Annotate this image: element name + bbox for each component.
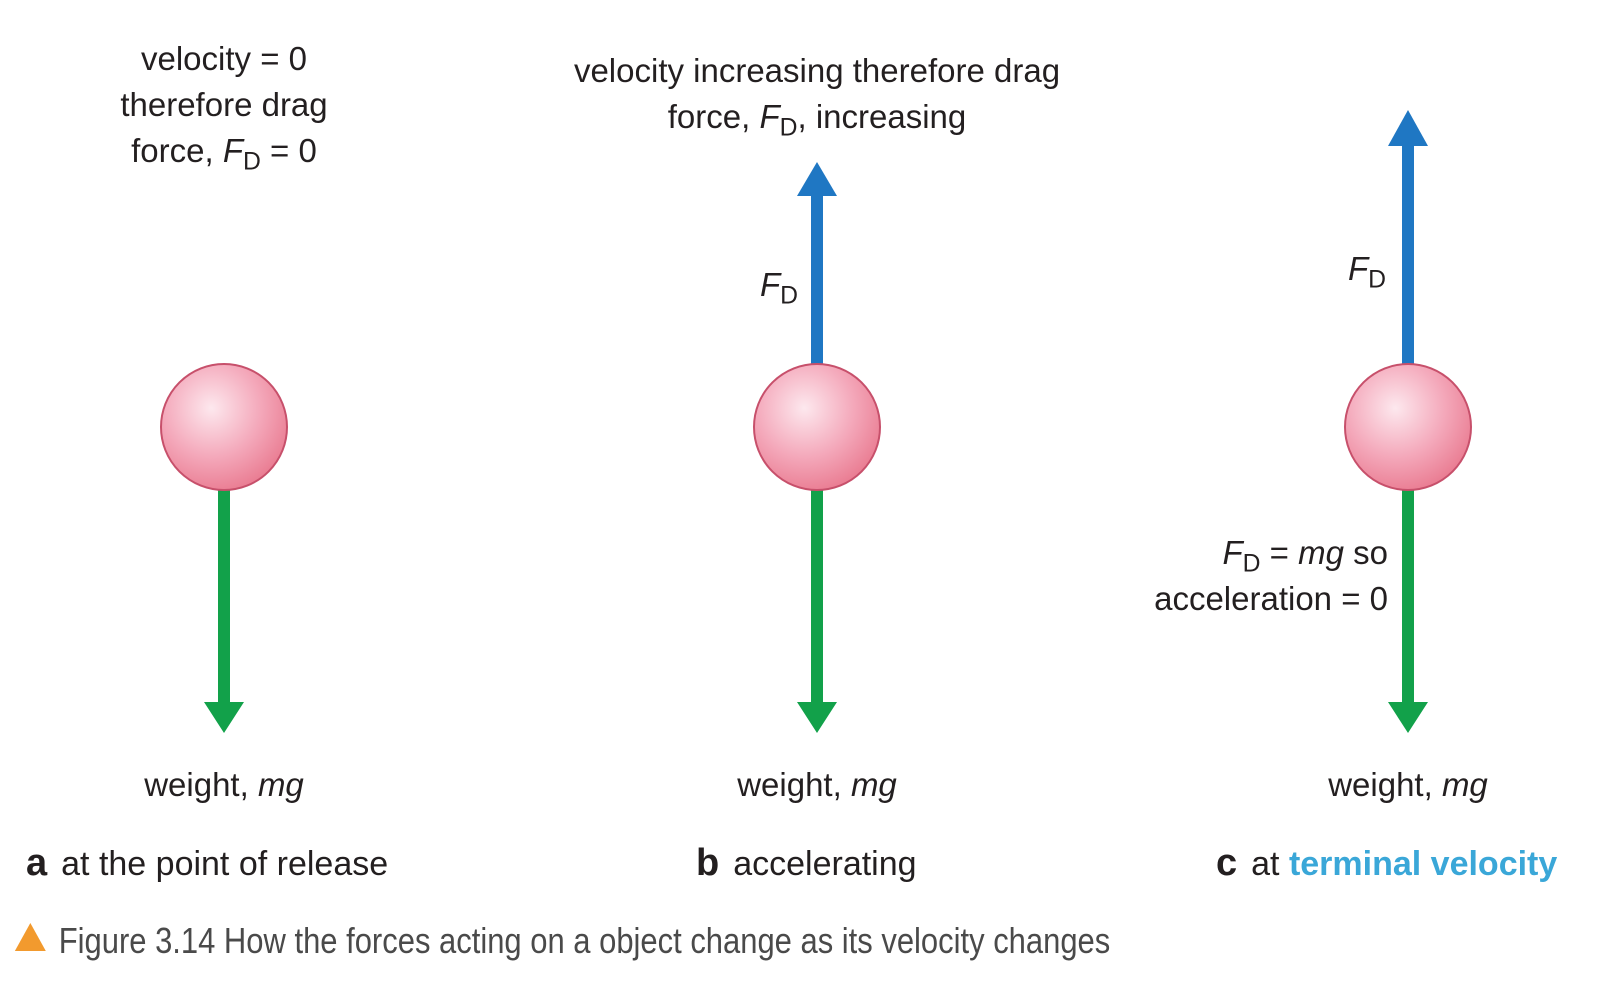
panel-b-drag-label: FD bbox=[760, 262, 798, 308]
panel-a-caption: a at the point of release bbox=[26, 840, 388, 887]
panel-b-note-symbol-f: F bbox=[759, 98, 780, 135]
panel-a-weight-arrow bbox=[204, 470, 244, 733]
panel-a-note-line1: velocity = 0 bbox=[141, 40, 307, 77]
panel-b-note-force-text: force, bbox=[667, 98, 760, 135]
triangle-icon bbox=[14, 918, 47, 964]
panel-b-drag-subscript-d: D bbox=[780, 282, 799, 310]
panel-a-weight-label: weight, mg bbox=[84, 762, 364, 808]
panel-a-note-line2: therefore drag bbox=[120, 86, 328, 123]
panel-b-ball bbox=[753, 363, 881, 491]
panel-c-weight-label: weight, mg bbox=[1268, 762, 1548, 808]
panel-c-drag-label: FD bbox=[1348, 246, 1386, 292]
panel-c-eq-line2: acceleration = 0 bbox=[1154, 580, 1388, 617]
panel-a-weight-mg: mg bbox=[257, 766, 304, 803]
panel-c-weight-arrow bbox=[1388, 470, 1428, 733]
panel-c-eq-line1: FD = mg so bbox=[1100, 530, 1388, 576]
panel-b-note-increasing: , increasing bbox=[797, 98, 967, 135]
panel-c-eq-symbol-f: F bbox=[1222, 534, 1243, 571]
panel-a-letter: a bbox=[26, 842, 48, 884]
panel-c-eq-mg: mg bbox=[1298, 534, 1344, 571]
figure-caption: Figure 3.14 How the forces acting on a o… bbox=[14, 918, 1110, 964]
panel-b-caption: b accelerating bbox=[696, 840, 917, 887]
panel-a-note-subscript-d: D bbox=[243, 148, 261, 176]
panel-a-note-equals-zero: = 0 bbox=[260, 132, 317, 169]
panel-c-ball bbox=[1344, 363, 1472, 491]
figure-caption-text: Figure 3.14 How the forces acting on a o… bbox=[58, 920, 1111, 961]
panel-b-letter: b bbox=[696, 842, 720, 884]
panel-c-caption-text: at bbox=[1251, 845, 1289, 883]
panel-a-note-line3: force, FD = 0 bbox=[84, 128, 364, 174]
panel-c-caption-highlight: terminal velocity bbox=[1288, 845, 1558, 883]
panel-c-drag-arrow bbox=[1388, 110, 1428, 367]
panel-c-drag-symbol-f: F bbox=[1348, 250, 1369, 287]
panel-a-note-force-text: force, bbox=[131, 132, 223, 169]
panel-b-note-subscript-d: D bbox=[779, 114, 798, 142]
panel-b-note-line2: force, FD, increasing bbox=[507, 94, 1127, 140]
panel-c-eq-subscript-d: D bbox=[1242, 550, 1261, 578]
panel-a-note: velocity = 0 therefore drag force, FD = … bbox=[84, 36, 364, 174]
panel-b-weight-text: weight, bbox=[737, 766, 851, 803]
panel-a-note-symbol-f: F bbox=[222, 132, 244, 169]
panel-c-weight-mg: mg bbox=[1441, 766, 1488, 803]
panel-c-weight-text: weight, bbox=[1328, 766, 1442, 803]
panel-a-ball bbox=[160, 363, 288, 491]
panel-b-caption-text: accelerating bbox=[733, 845, 917, 883]
panel-a-caption-text: at the point of release bbox=[61, 845, 389, 883]
panel-b-weight-mg: mg bbox=[850, 766, 897, 803]
panel-c-equilibrium-note: FD = mg so acceleration = 0 bbox=[1100, 530, 1388, 622]
panel-c-eq-equals: = bbox=[1260, 534, 1299, 571]
panel-c-letter: c bbox=[1216, 842, 1238, 884]
panel-b-drag-symbol-f: F bbox=[760, 266, 781, 303]
panel-c-eq-so: so bbox=[1343, 534, 1388, 571]
panel-b-weight-arrow bbox=[797, 470, 837, 733]
panel-b-note: velocity increasing therefore drag force… bbox=[507, 48, 1127, 140]
panel-c-drag-subscript-d: D bbox=[1368, 266, 1387, 294]
panel-b-drag-arrow bbox=[797, 162, 837, 367]
panel-a-weight-text: weight, bbox=[144, 766, 258, 803]
panel-b-weight-label: weight, mg bbox=[677, 762, 957, 808]
panel-b-note-line1: velocity increasing therefore drag bbox=[573, 52, 1061, 89]
